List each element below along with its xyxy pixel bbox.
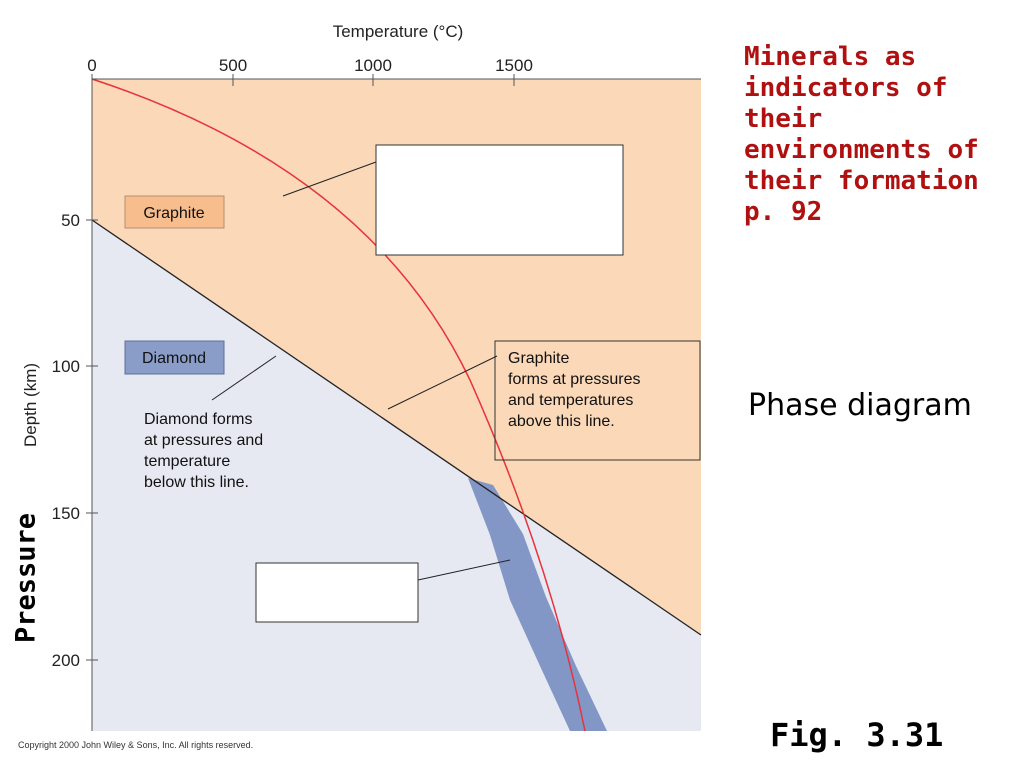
diamond-label: Diamond bbox=[142, 350, 206, 367]
graphite-diamond-boundary bbox=[91, 219, 702, 636]
graphite-note-line: Graphite bbox=[508, 350, 569, 367]
x-axis-title: Temperature (°C) bbox=[333, 22, 464, 41]
phase-diagram-label: Phase diagram bbox=[748, 388, 972, 423]
geotherm-callout-leader bbox=[282, 161, 377, 197]
y-axis-title: Depth (km) bbox=[21, 363, 40, 447]
graphite-note-leader bbox=[387, 355, 498, 410]
diamond-note-line: Diamond forms bbox=[144, 411, 252, 428]
graphite-note-line: and temperatures bbox=[508, 392, 633, 409]
x-tick-label: 500 bbox=[219, 56, 247, 75]
diamond-note-line: temperature bbox=[144, 453, 230, 470]
band-callout-box bbox=[255, 562, 419, 623]
slide-title-line: their bbox=[744, 104, 823, 134]
diamond-note-line: below this line. bbox=[144, 474, 249, 491]
graphite-label-box bbox=[124, 195, 225, 229]
x-tick-label: 1000 bbox=[354, 56, 392, 75]
band-callout-leader bbox=[417, 559, 511, 581]
geotherm-curve bbox=[91, 78, 586, 732]
geotherm-callout-box bbox=[375, 144, 624, 256]
diamond-note: Diamond forms at pressures and temperatu… bbox=[144, 411, 268, 491]
graphite-note-box bbox=[494, 340, 701, 461]
slide-title: Minerals as indicators of their environm… bbox=[744, 42, 1019, 228]
slide-title-line: indicators of bbox=[744, 73, 948, 103]
slide-title-line: Minerals as bbox=[744, 42, 917, 72]
y-tick-label: 200 bbox=[52, 651, 80, 670]
phase-diagram: 0 500 1000 1500 Temperature (°C) 50 100 … bbox=[21, 22, 702, 732]
copyright-notice: Copyright 2000 John Wiley & Sons, Inc. A… bbox=[18, 740, 254, 750]
diamond-label-box bbox=[124, 340, 225, 375]
x-tick-label: 1500 bbox=[495, 56, 533, 75]
y-tick-label: 150 bbox=[52, 504, 80, 523]
graphite-note-line: forms at pressures bbox=[508, 371, 640, 388]
slide-title-line: environments of bbox=[744, 135, 979, 165]
y-tick-label: 50 bbox=[61, 211, 80, 230]
slide-title-line: their formation bbox=[744, 166, 979, 196]
pressure-label: Pressure bbox=[10, 512, 42, 644]
x-tick-label: 0 bbox=[87, 56, 96, 75]
diamond-note-line: at pressures and bbox=[144, 432, 263, 449]
y-tick-label: 100 bbox=[52, 357, 80, 376]
graphite-note-line: above this line. bbox=[508, 413, 615, 430]
graphite-note: Graphite forms at pressures and temperat… bbox=[508, 350, 645, 430]
graphite-label: Graphite bbox=[143, 205, 204, 222]
figure-label: Fig. 3.31 bbox=[770, 716, 944, 754]
diamond-note-leader bbox=[211, 355, 277, 401]
slide-title-line: p. 92 bbox=[744, 197, 823, 227]
diamond-region bbox=[92, 220, 701, 731]
diamond-band bbox=[468, 478, 607, 731]
